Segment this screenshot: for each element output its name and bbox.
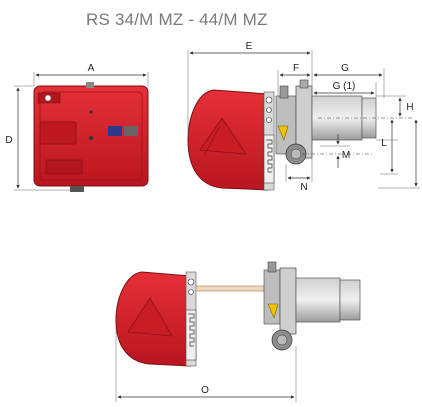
dimension-g1: G (1) [313, 81, 377, 98]
dimension-l: L [376, 119, 398, 175]
dimension-g: G [313, 63, 385, 98]
dimension-total-height [378, 119, 420, 189]
dimension-e: E [187, 41, 313, 136]
label-n: N [300, 182, 307, 193]
front-view [33, 82, 149, 192]
label-h: H [406, 102, 413, 113]
dimension-n: N [285, 158, 313, 193]
label-o: O [201, 385, 209, 396]
dimension-m: M [302, 134, 372, 168]
label-m: M [342, 150, 350, 161]
side-view [187, 79, 412, 191]
dimension-o: O [115, 326, 297, 402]
dimension-h: H [376, 95, 414, 117]
label-g1: G (1) [333, 81, 356, 92]
diagram-title: RS 34/M MZ - 44/M MZ [86, 10, 268, 29]
label-a: A [88, 63, 95, 74]
label-g: G [341, 63, 349, 74]
label-f: F [293, 63, 299, 74]
label-d: D [5, 135, 12, 146]
maintenance-view [115, 261, 361, 367]
dimension-d: D [5, 85, 70, 191]
label-e: E [246, 41, 253, 52]
dimension-a: A [33, 63, 149, 86]
dimension-f: F [277, 63, 311, 96]
label-l: L [381, 138, 387, 149]
